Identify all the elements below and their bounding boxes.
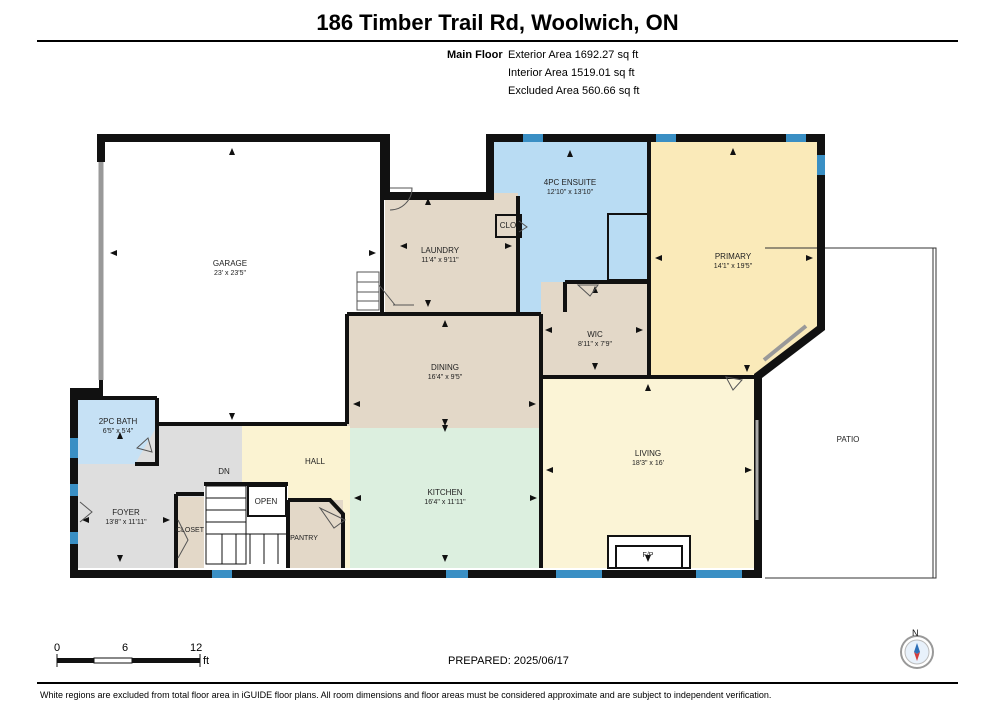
shower xyxy=(607,213,649,281)
hall-label: HALL xyxy=(305,457,326,466)
wic-label: WIC xyxy=(587,330,603,339)
garage-dims: 23' x 23'5" xyxy=(214,270,247,277)
scale-bar xyxy=(56,654,201,667)
closet-label: CLOSET xyxy=(176,527,205,534)
wic-dims: 8'11" x 7'9" xyxy=(578,341,612,348)
compass: N xyxy=(900,628,934,669)
header-rule xyxy=(37,40,958,42)
exterior-walls xyxy=(70,134,825,578)
kitchen-dims: 16'4" x 11'11" xyxy=(424,499,466,506)
laundry-dims: 11'4" x 9'11" xyxy=(421,257,459,264)
laundry-room xyxy=(385,193,518,313)
clo-room xyxy=(495,214,522,238)
page-title: 186 Timber Trail Rd, Woolwich, ON xyxy=(316,10,679,35)
garage-room xyxy=(105,142,382,422)
living-dims: 18'3" x 16' xyxy=(632,460,664,467)
primary-diag-window xyxy=(762,324,808,362)
open-box xyxy=(247,485,287,517)
prepared-date: PREPARED: 2025/06/17 xyxy=(448,655,569,667)
wic-room xyxy=(541,282,649,377)
primary-label: PRIMARY xyxy=(715,252,752,261)
pantry-label: PANTRY xyxy=(290,535,318,542)
open-label: OPEN xyxy=(255,497,278,506)
closet-room xyxy=(176,497,204,568)
compass-north: N xyxy=(912,628,919,638)
ensuite-label: 4PC ENSUITE xyxy=(544,178,596,187)
patio-outline xyxy=(765,247,937,579)
pantry-room xyxy=(288,500,343,568)
scale-tick-12: 12 xyxy=(190,642,203,654)
dining-dims: 16'4" x 9'5" xyxy=(428,374,463,381)
scale-tick-0: 0 xyxy=(54,642,61,654)
ensuite-dims: 12'10" x 13'10" xyxy=(547,189,594,196)
patio-label: PATIO xyxy=(837,435,860,444)
scale-tick-6: 6 xyxy=(122,642,129,654)
floor-name: Main Floor xyxy=(447,49,503,61)
hall-room xyxy=(242,426,350,484)
dining-label: DINING xyxy=(431,363,459,372)
bath2-label: 2PC BATH xyxy=(99,417,138,426)
windows xyxy=(70,134,825,578)
scale-unit: ft xyxy=(203,655,210,667)
primary-room xyxy=(649,142,817,376)
living-label: LIVING xyxy=(635,449,661,458)
interior-area: Interior Area 1519.01 sq ft xyxy=(508,67,635,79)
kitchen-label: KITCHEN xyxy=(427,488,462,497)
bath2-dims: 6'5" x 5'4" xyxy=(103,428,134,435)
foyer-dims: 13'8" x 11'11" xyxy=(105,519,147,526)
door-swings xyxy=(79,187,743,559)
garage-label: GARAGE xyxy=(213,259,247,268)
foyer-label: FOYER xyxy=(112,508,140,517)
kitchen-room xyxy=(350,428,541,568)
fp-label: F/P xyxy=(643,552,654,559)
primary-dims: 14'1" x 19'5" xyxy=(714,263,753,270)
laundry-label: LAUNDRY xyxy=(421,246,460,255)
footer-rule xyxy=(37,682,958,684)
interior-walls xyxy=(77,138,758,568)
disclaimer: White regions are excluded from total fl… xyxy=(40,690,772,700)
exterior-area: Exterior Area 1692.27 sq ft xyxy=(508,49,639,61)
clo-label: CLO xyxy=(500,221,516,230)
excluded-area: Excluded Area 560.66 sq ft xyxy=(508,85,640,97)
dn-label: DN xyxy=(218,467,230,476)
garage-steps xyxy=(356,271,380,311)
dining-room xyxy=(347,316,541,428)
